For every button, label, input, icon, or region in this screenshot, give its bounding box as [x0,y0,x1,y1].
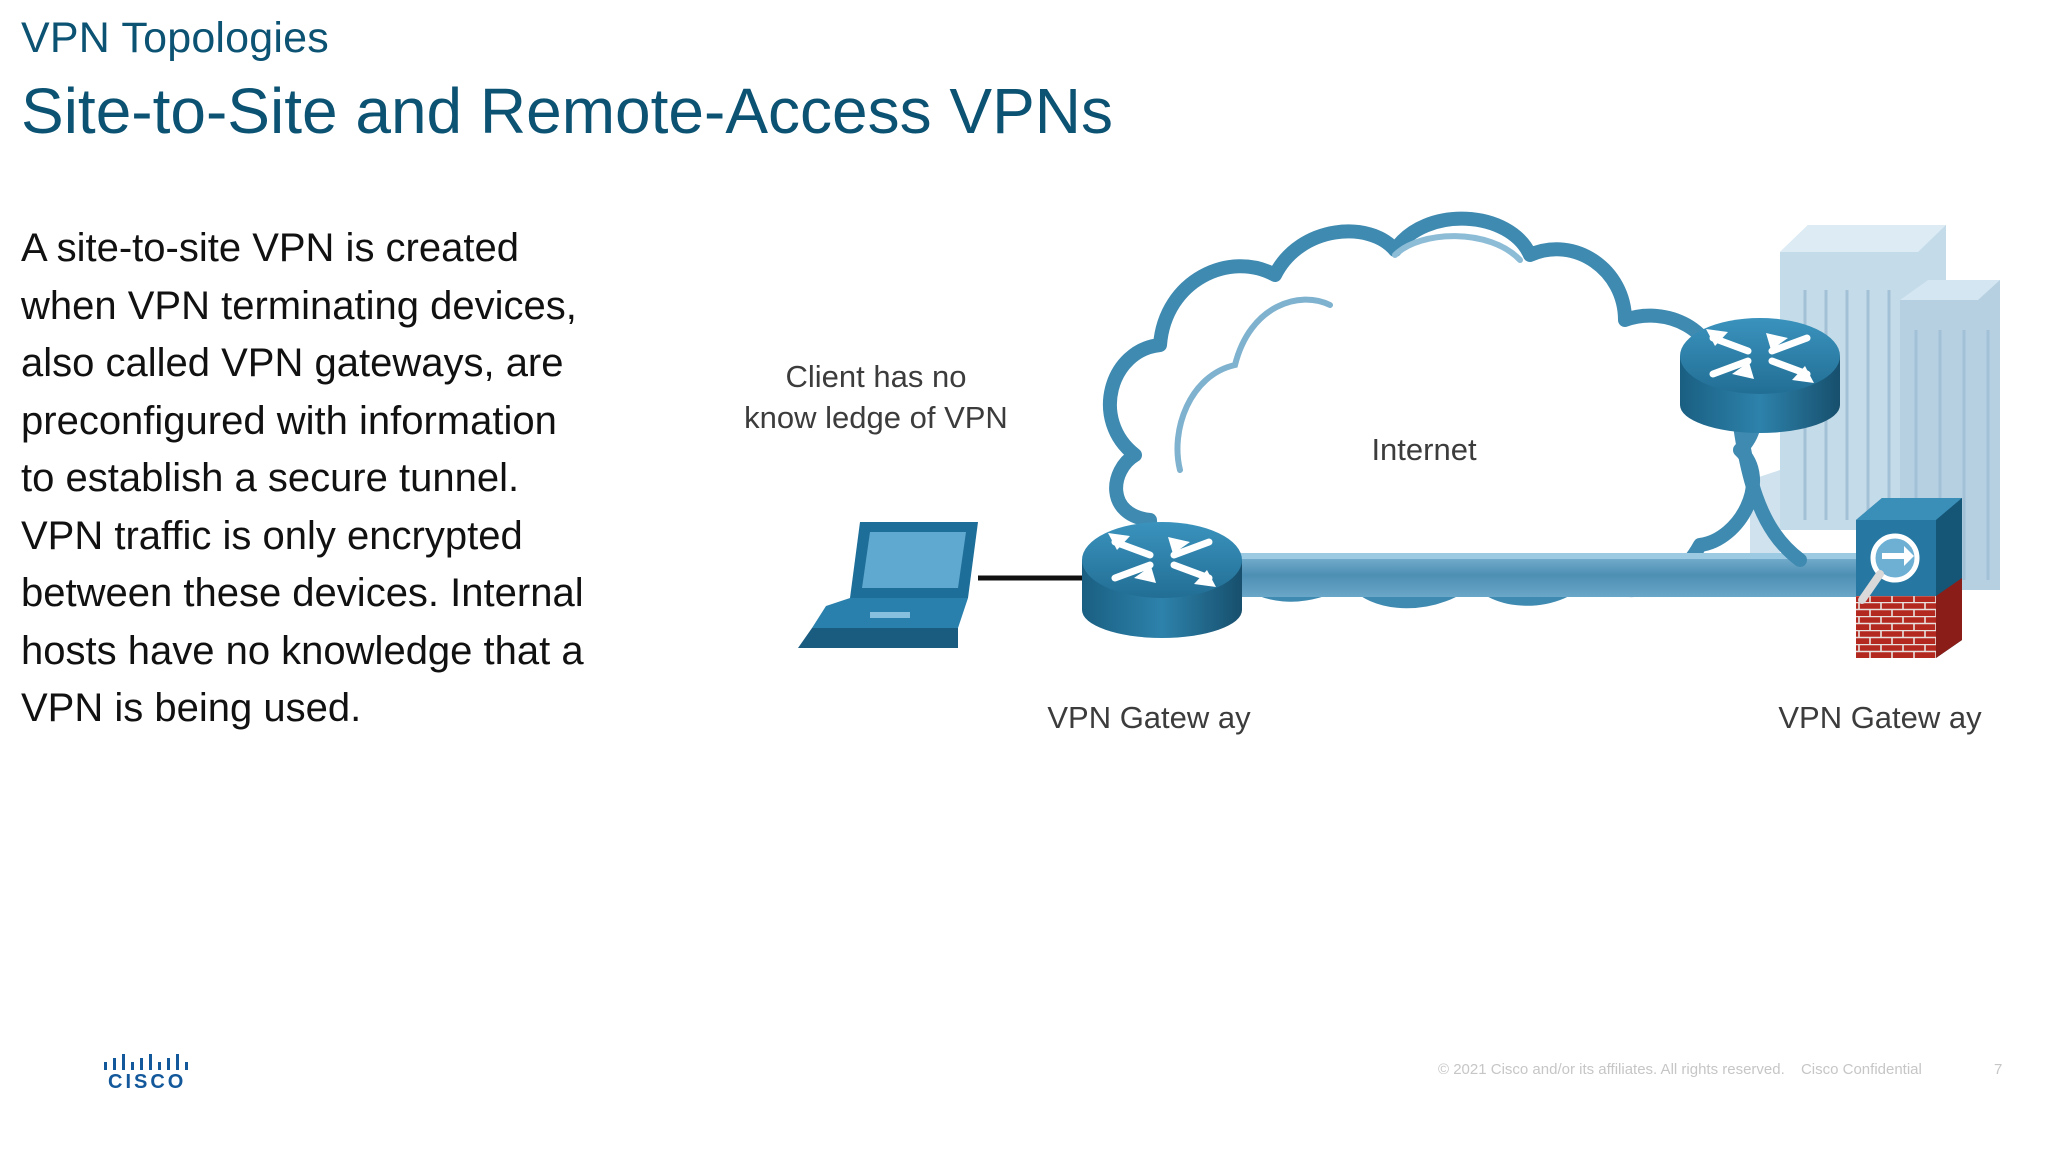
vpn-tunnel [1195,553,1865,597]
body-line: to establish a secure tunnel. [21,456,520,500]
confidential-text: Cisco Confidential [1800,1061,1922,1078]
client-note-line1: Client has no [786,359,967,394]
body-line: preconfigured with information [21,398,557,443]
body-line: when VPN terminating devices, [21,283,577,328]
cisco-logo-icon [104,1054,188,1070]
section-title: VPN Topologies [21,14,329,62]
gateway-left-label: VPN Gatew ay [1047,700,1251,735]
footer: © 2021 Cisco and/or its affiliates. All … [1438,1061,1934,1078]
router-icon [1680,318,1840,433]
firewall-icon [1856,498,1962,658]
router-icon [1082,522,1242,638]
gateway-right-label: VPN Gatew ay [1778,700,1982,735]
body-line: VPN is being used. [21,686,362,730]
body-line: A site-to-site VPN is created [21,226,519,270]
cloud-label: Internet [1371,432,1477,467]
body-text: A site-to-site VPN is created when VPN t… [21,220,621,738]
page-number: 7 [1994,1061,2003,1078]
slide-title: Site-to-Site and Remote-Access VPNs [21,75,1113,147]
laptop-icon [798,522,978,648]
body-line: hosts have no knowledge that a [21,628,584,673]
body-line: also called VPN gateways, are [21,341,564,385]
copyright-text: © 2021 Cisco and/or its affiliates. All … [1438,1061,1785,1078]
body-line: between these devices. Internal [21,571,584,615]
cisco-logo-text: CISCO [108,1071,187,1093]
body-line: VPN traffic is only encrypted [21,513,523,558]
client-note-line2: know ledge of VPN [744,400,1008,435]
